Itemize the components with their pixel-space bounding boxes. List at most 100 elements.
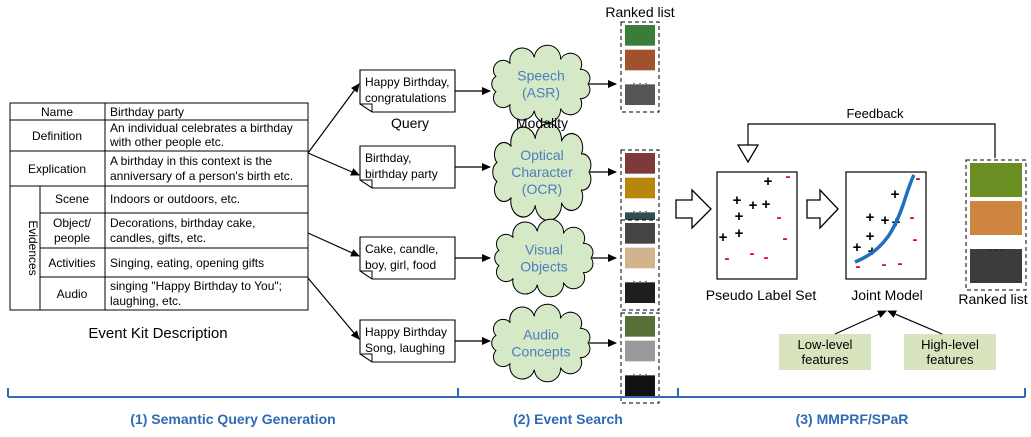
video-thumbnail — [625, 247, 655, 269]
ranked-list-ellipsis: · · · — [632, 78, 648, 89]
negative-marker: - — [725, 250, 730, 267]
negative-marker: - — [783, 230, 788, 247]
table-to-query-arrows — [307, 83, 360, 340]
high-level-features-line-1: High-level — [921, 337, 979, 352]
video-thumbnail — [625, 282, 655, 303]
query-document-fold — [360, 353, 373, 362]
definition-label: Definition — [32, 129, 82, 143]
video-thumbnail — [625, 375, 655, 396]
query-document: Cake, candle,boy, girl, food — [359, 236, 456, 280]
positive-marker: + — [866, 228, 875, 245]
video-thumbnail — [625, 153, 655, 174]
cloud-shape — [491, 44, 591, 124]
explication-value-line-1: A birthday in this context is the — [110, 154, 272, 168]
audio-value-line-2: laughing, etc. — [110, 294, 181, 308]
positive-marker: + — [866, 209, 875, 226]
query-document-shape — [359, 236, 456, 280]
query-text-line: boy, girl, food — [365, 258, 436, 272]
negative-marker: - — [856, 258, 861, 275]
event-kit-caption: Event Kit Description — [88, 325, 227, 342]
query-document-shape — [359, 145, 456, 189]
video-thumbnail — [625, 25, 655, 46]
query-text-line: Happy Birthday — [365, 325, 447, 339]
feedback-label: Feedback — [846, 106, 904, 121]
modality-text-line: Audio — [523, 327, 559, 343]
hollow-arrow-to-joint-model — [806, 188, 839, 230]
hollow-arrow-to-pseudo-label — [675, 188, 712, 230]
joint-model-caption: Joint Model — [851, 287, 923, 303]
event-kit-table: Name Birthday party Definition An indivi… — [9, 102, 309, 311]
query-text-line: Happy Birthday, — [365, 75, 450, 89]
negative-marker: - — [786, 168, 791, 185]
positive-marker: + — [881, 212, 890, 229]
negative-marker: - — [916, 170, 921, 187]
activities-label: Activities — [48, 256, 95, 270]
query-text-line: congratulations — [365, 91, 446, 105]
negative-marker: - — [913, 231, 918, 248]
modality-text-line: Speech — [517, 68, 564, 84]
video-thumbnail — [625, 49, 655, 71]
positive-marker: + — [735, 225, 744, 242]
explication-value-line-2: anniversary of a person's birth etc. — [110, 169, 293, 183]
section-label-mmprf-spar: (3) MMPRF/SPaR — [796, 411, 909, 427]
scene-label: Scene — [55, 192, 89, 206]
ranked-list-ellipsis: · · · — [988, 245, 1004, 256]
query-text-line: birthday party — [365, 167, 438, 181]
ranked-list-ellipsis: · · · — [632, 276, 648, 287]
object-label-line-2: people — [54, 231, 90, 245]
negative-marker: - — [898, 255, 903, 272]
positive-marker: + — [853, 239, 862, 256]
cloud-shape — [494, 218, 594, 298]
video-thumbnail — [625, 84, 655, 105]
explication-label: Explication — [28, 162, 86, 176]
ranked-lists: · · · · · · · · · · · · · · · — [620, 21, 1027, 404]
ranked-list-top-label: Ranked list — [605, 4, 674, 20]
name-label: Name — [41, 105, 73, 119]
modality-clouds: Speech(ASR)OpticalCharacter(OCR)VisualOb… — [491, 44, 617, 383]
feedback-loop — [747, 123, 996, 158]
query-text-line: Birthday, — [365, 151, 411, 165]
ranked-list-ellipsis: · · · — [632, 369, 648, 380]
section-brackets — [7, 388, 1026, 398]
modality-caption: Modality — [516, 115, 568, 131]
modality-text-line: (ASR) — [522, 85, 560, 101]
negative-marker: - — [777, 209, 782, 226]
object-label-line-1: Object/ — [53, 216, 92, 230]
negative-marker: - — [750, 245, 755, 262]
ranked-list: · · · — [620, 312, 660, 404]
modality-text-line: Objects — [520, 259, 567, 275]
pseudo-label-markers: +++++++------ — [719, 168, 791, 267]
positive-marker: + — [733, 192, 742, 209]
modality-text-line: Character — [511, 164, 573, 180]
high-level-features-box — [904, 334, 996, 370]
positive-marker: + — [735, 208, 744, 225]
video-thumbnail — [625, 223, 655, 244]
modality-text-line: Concepts — [511, 344, 570, 360]
audio-value-line-1: singing "Happy Birthday to You"; — [110, 279, 282, 293]
video-thumbnail — [970, 163, 1022, 197]
feature-arrows — [834, 310, 943, 335]
pseudo-label-caption: Pseudo Label Set — [706, 287, 817, 303]
query-document-fold — [360, 179, 373, 188]
pseudo-label-box — [716, 171, 798, 280]
modality-text-line: Visual — [525, 242, 563, 258]
modality-text-line: Optical — [520, 147, 564, 163]
high-level-features-line-2: features — [927, 352, 974, 367]
query-document-shape — [359, 319, 456, 363]
section-label-semantic-query-generation: (1) Semantic Query Generation — [130, 411, 335, 427]
definition-value-line-1: An individual celebrates a birthday — [110, 121, 293, 135]
query-caption: Query — [391, 115, 429, 131]
video-thumbnail — [970, 201, 1022, 235]
ranked-list-ellipsis: · · · — [632, 206, 648, 217]
low-level-features-line-2: features — [802, 352, 849, 367]
query-document-shape — [359, 69, 456, 113]
ranked-list: · · · — [965, 159, 1027, 291]
definition-value-line-2: with other people etc. — [109, 135, 224, 149]
video-thumbnail — [970, 249, 1022, 283]
positive-marker: + — [764, 173, 773, 190]
